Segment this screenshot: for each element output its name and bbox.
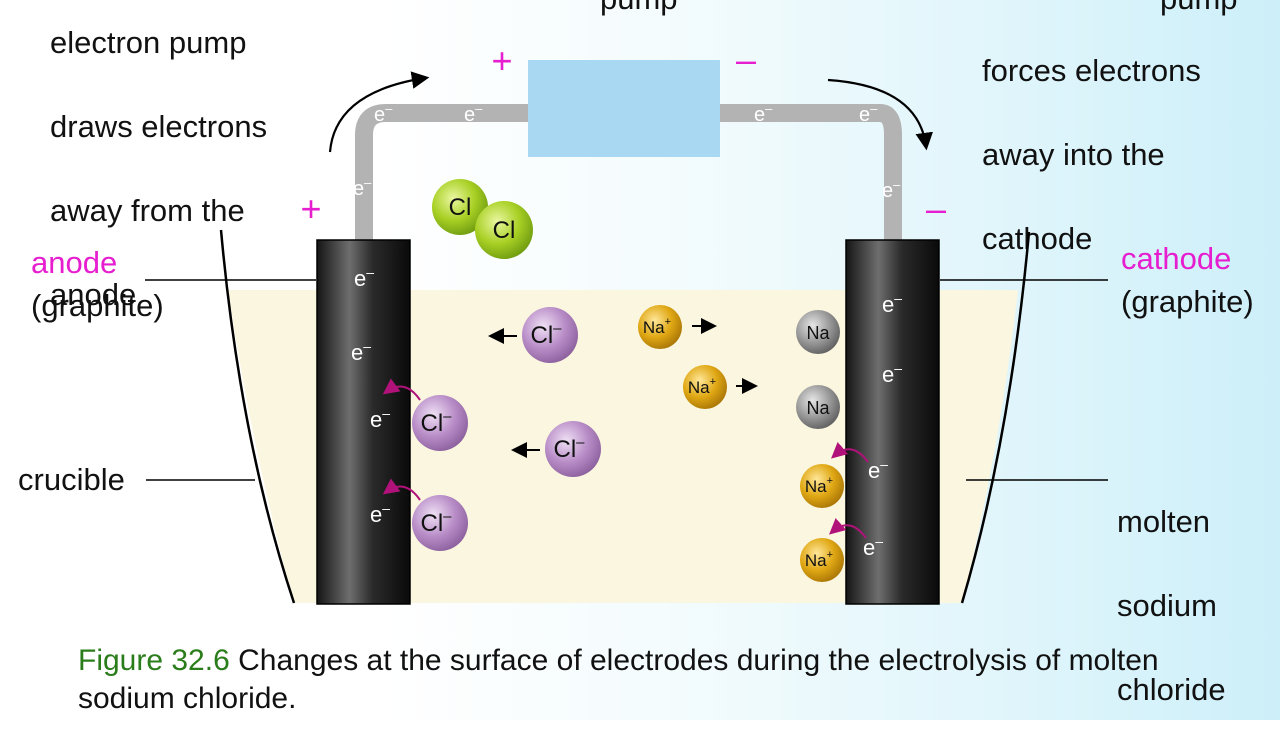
cathode-electron: e– bbox=[882, 360, 902, 387]
wire-electrons: e– e– e– e– e– e– bbox=[353, 101, 901, 202]
wire-electron: e– bbox=[464, 101, 483, 126]
cathode-label: cathode bbox=[1121, 241, 1232, 276]
sodium-ion: Na+ bbox=[800, 442, 869, 508]
sodium-ion-sphere bbox=[800, 464, 844, 508]
figure-caption-text: Changes at the surface of electrodes dur… bbox=[78, 644, 1159, 715]
anode-electron: e– bbox=[351, 338, 371, 365]
electron-transfer-arrow bbox=[831, 442, 869, 463]
chloride-ion-sphere bbox=[412, 495, 468, 551]
chloride-ion-sphere bbox=[522, 307, 578, 363]
electrode-electrons: e– e– e– e– e– e– e– e– bbox=[351, 264, 902, 560]
chloride-ion: Cl– bbox=[511, 421, 601, 477]
sodium-ion: Na+ bbox=[683, 365, 758, 409]
sodium-atom-label: Na bbox=[806, 398, 830, 418]
sodium-ion: Na+ bbox=[638, 305, 717, 349]
anode-electron: e– bbox=[354, 264, 374, 291]
sodium-atom bbox=[796, 310, 840, 354]
chloride-ion: Cl– bbox=[488, 307, 578, 363]
chlorine-atom-label: Cl bbox=[493, 217, 516, 244]
figure-number: Figure 32.6 bbox=[78, 644, 230, 677]
anode-plus-sign: + bbox=[300, 188, 321, 229]
sodium-ion-label: Na+ bbox=[805, 549, 833, 570]
cathode-electron: e– bbox=[863, 533, 883, 560]
chloride-ions: Cl– Cl– Cl– Cl– bbox=[382, 307, 601, 551]
sodium-ion: Na+ bbox=[800, 518, 867, 582]
sodium-ion-sphere bbox=[638, 305, 682, 349]
electron-flow-arrow-right bbox=[827, 78, 933, 151]
pump-right-line: cathode bbox=[982, 221, 1093, 256]
chlorine-atom bbox=[475, 201, 533, 259]
molten-line: molten bbox=[1117, 504, 1211, 539]
anode-material-label: (graphite) bbox=[31, 288, 164, 323]
wire-electron: e– bbox=[353, 175, 372, 200]
pump-left-description: electron pump draws electrons away from … bbox=[50, 0, 350, 358]
figure-caption: Figure 32.6 Changes at the surface of el… bbox=[78, 642, 1258, 718]
cathode-minus-sign: – bbox=[926, 188, 946, 229]
sodium-ion-sphere bbox=[683, 365, 727, 409]
sodium-ion-label: Na+ bbox=[688, 376, 716, 397]
chloride-ion-label: Cl– bbox=[420, 508, 452, 537]
sodium-ion-sphere bbox=[800, 538, 844, 582]
molten-line: chloride bbox=[1117, 672, 1226, 707]
electron-transfer-arrow bbox=[382, 478, 421, 501]
pump-center-fragment: pump bbox=[600, 0, 678, 20]
crucible-left-wall bbox=[219, 229, 296, 604]
chloride-ion: Cl– bbox=[382, 378, 468, 451]
electron-transfer-arrow bbox=[829, 518, 867, 539]
chlorine-molecule: Cl Cl bbox=[432, 179, 533, 259]
wire-electron: e– bbox=[859, 101, 878, 126]
wire-electron: e– bbox=[754, 101, 773, 126]
molten-nacl-label: molten sodium chloride bbox=[1117, 459, 1226, 753]
anode-electron: e– bbox=[370, 500, 390, 527]
pump-plus-sign: + bbox=[491, 40, 512, 81]
electrolysis-diagram: + – + – e– e– e– e– e– e– e– e– e– e– e–… bbox=[145, 39, 1108, 605]
chloride-ion-sphere bbox=[545, 421, 601, 477]
wire-electron: e– bbox=[882, 177, 901, 202]
chlorine-atom-label: Cl bbox=[449, 194, 472, 221]
cathode-electron: e– bbox=[868, 456, 888, 483]
crucible-right-wall bbox=[960, 231, 1031, 604]
pump-left-line: away from the bbox=[50, 193, 245, 228]
pump-right-description: forces electrons away into the cathode bbox=[982, 8, 1272, 302]
chloride-ion-label: Cl– bbox=[553, 434, 585, 463]
anode-label: anode bbox=[31, 245, 118, 280]
anode-electrode bbox=[316, 239, 411, 605]
anode-electron: e– bbox=[370, 405, 390, 432]
molten-line: sodium bbox=[1117, 588, 1217, 623]
sodium-ion-label: Na+ bbox=[643, 316, 671, 337]
electron-flow-arrow-left bbox=[328, 71, 430, 153]
pump-right-line: forces electrons bbox=[982, 53, 1201, 88]
electron-pump bbox=[528, 60, 720, 157]
chloride-ion-label: Cl– bbox=[420, 408, 452, 437]
sodium-atom bbox=[796, 385, 840, 429]
sodium-ion-label: Na+ bbox=[805, 475, 833, 496]
chloride-ion-sphere bbox=[412, 395, 468, 451]
electron-transfer-arrow bbox=[382, 378, 421, 401]
pump-left-line: anode bbox=[50, 277, 137, 312]
pump-left-line: electron pump bbox=[50, 25, 247, 60]
sodium-atoms: Na Na bbox=[796, 310, 840, 429]
sodium-atom-label: Na bbox=[806, 323, 830, 343]
cathode-electron: e– bbox=[882, 290, 902, 317]
pump-minus-sign: – bbox=[736, 39, 756, 80]
wire-electron: e– bbox=[374, 101, 393, 126]
sodium-ions: Na+ Na+ Na+ Na+ bbox=[638, 305, 869, 582]
chlorine-atom bbox=[432, 179, 488, 235]
cathode-material-label: (graphite) bbox=[1121, 284, 1254, 319]
chloride-ion-label: Cl– bbox=[530, 320, 562, 349]
pump-right-line: away into the bbox=[982, 137, 1165, 172]
pump-right-fragment: pump bbox=[1160, 0, 1238, 20]
crucible-label: crucible bbox=[18, 462, 125, 497]
chloride-ion: Cl– bbox=[382, 478, 468, 551]
pump-left-line: draws electrons bbox=[50, 109, 268, 144]
cathode-electrode bbox=[845, 239, 940, 605]
